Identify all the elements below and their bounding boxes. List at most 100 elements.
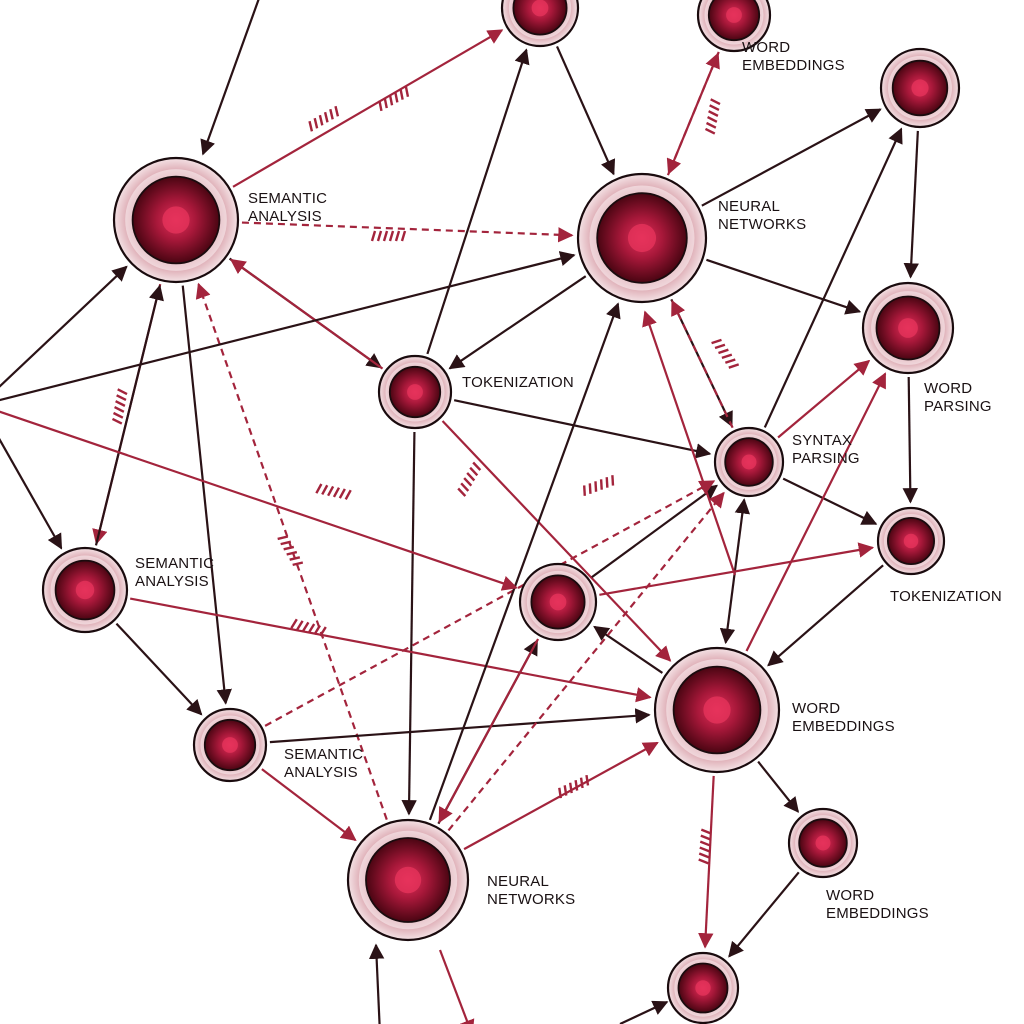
- edge-offscreen-3: [438, 949, 475, 1024]
- hatch-mark: [277, 535, 304, 567]
- node-label: SEMANTIC: [248, 190, 327, 207]
- node-n4[interactable]: [713, 426, 785, 498]
- hatch-mark: [370, 230, 407, 242]
- edge-n6-n8: [129, 597, 652, 703]
- edge-n17-n15: [0, 410, 518, 591]
- node-n3[interactable]: [377, 354, 453, 430]
- node-n8[interactable]: [653, 646, 781, 774]
- edge-n3-n4: [453, 399, 712, 459]
- edge-n15-n7: [599, 542, 875, 596]
- edge-n4-n5: [777, 359, 871, 439]
- edge-n10-n1: [195, 282, 388, 820]
- hatch-mark: [378, 86, 410, 112]
- edge-n8-n16: [698, 775, 715, 949]
- hatch-mark: [290, 618, 327, 637]
- edge-n3-n1: [229, 258, 384, 370]
- edge-n1-n9: [181, 285, 232, 705]
- node-n9[interactable]: [192, 707, 268, 783]
- edge-n10-n4: [447, 491, 725, 832]
- hatch-mark: [315, 483, 352, 500]
- node-label: PARSING: [792, 450, 860, 467]
- edge-offscreen-0: [200, 0, 260, 156]
- hatch-mark: [582, 475, 615, 496]
- edge-n17-n1: [0, 265, 128, 388]
- edge-n17-n2: [0, 251, 576, 402]
- node-center: [627, 223, 657, 253]
- edge-n9-n4: [264, 480, 716, 727]
- edges-layer: [0, 0, 919, 1024]
- edge-n4-n14: [763, 127, 903, 428]
- node-center: [394, 866, 422, 894]
- node-center: [75, 580, 95, 600]
- node-n5[interactable]: [861, 281, 955, 375]
- node-label: NEURAL: [487, 873, 549, 890]
- node-label: ANALYSIS: [284, 764, 358, 781]
- node-core: [512, 0, 568, 36]
- node-label: WORD: [826, 887, 874, 904]
- node-n15[interactable]: [518, 562, 598, 642]
- node-label: TOKENIZATION: [890, 588, 1002, 605]
- edge-n4-n7: [782, 477, 878, 525]
- edge-n8-n11: [757, 760, 800, 813]
- node-label: WORD: [792, 700, 840, 717]
- edge-n3-n8: [441, 420, 672, 662]
- hatch-mark: [711, 338, 740, 369]
- node-center: [911, 79, 929, 97]
- node-n6[interactable]: [41, 546, 129, 634]
- edge-n6-n1: [94, 284, 164, 546]
- node-label: EMBEDDINGS: [826, 905, 929, 922]
- edge-n9-n8: [269, 708, 651, 744]
- node-label: NETWORKS: [487, 891, 575, 908]
- nodes-layer: [41, 0, 961, 1024]
- hatch-mark: [111, 388, 128, 425]
- node-n7[interactable]: [876, 506, 946, 576]
- node-n1[interactable]: [112, 156, 240, 284]
- node-n10[interactable]: [346, 818, 470, 942]
- edge-n15-n4: [591, 484, 718, 579]
- edge-offscreen-1: [642, 310, 737, 576]
- node-center: [549, 593, 567, 611]
- node-center: [695, 980, 711, 996]
- hatch-mark: [308, 105, 340, 132]
- node-label: TOKENIZATION: [462, 374, 574, 391]
- node-label: ANALYSIS: [248, 208, 322, 225]
- hatch-mark: [558, 774, 590, 799]
- node-label: SEMANTIC: [135, 555, 214, 572]
- edge-n15-n10: [438, 638, 540, 824]
- node-label: WORD: [742, 39, 790, 56]
- node-label: EMBEDDINGS: [742, 57, 845, 74]
- node-center: [898, 318, 918, 338]
- edge-n11-n16: [728, 871, 800, 958]
- hatch-mark: [698, 828, 712, 865]
- edge-n5-n7: [902, 376, 918, 504]
- node-label: SYNTAX: [792, 432, 852, 449]
- edge-n2-n12: [666, 52, 720, 176]
- node-center: [222, 737, 238, 753]
- node-n11[interactable]: [787, 807, 859, 879]
- edge-offscreen-2: [368, 943, 385, 1024]
- node-center: [741, 454, 757, 470]
- edge-n2-n3: [448, 275, 587, 370]
- edge-n6-n9: [115, 622, 203, 716]
- node-n13[interactable]: [500, 0, 580, 48]
- node-n14[interactable]: [879, 47, 961, 129]
- edge-n7-n8: [767, 564, 884, 667]
- edge-offscreen-4: [619, 1000, 669, 1024]
- node-center: [531, 0, 549, 17]
- edge-n14-n5: [903, 130, 919, 279]
- edge-n8-n5: [745, 372, 887, 652]
- node-center: [703, 696, 731, 724]
- node-center: [903, 533, 919, 549]
- node-n12[interactable]: [696, 0, 772, 53]
- node-label: NETWORKS: [718, 216, 806, 233]
- node-n16[interactable]: [666, 951, 740, 1024]
- edge-n3-n13: [426, 48, 530, 355]
- node-center: [162, 206, 190, 234]
- node-n2[interactable]: [576, 172, 708, 304]
- hatch-marks-layer: [111, 86, 740, 865]
- node-label: SEMANTIC: [284, 746, 363, 763]
- node-label: EMBEDDINGS: [792, 718, 895, 735]
- edge-n8-n15: [593, 625, 664, 674]
- node-center: [726, 7, 742, 23]
- edge-n2-n14: [701, 108, 882, 207]
